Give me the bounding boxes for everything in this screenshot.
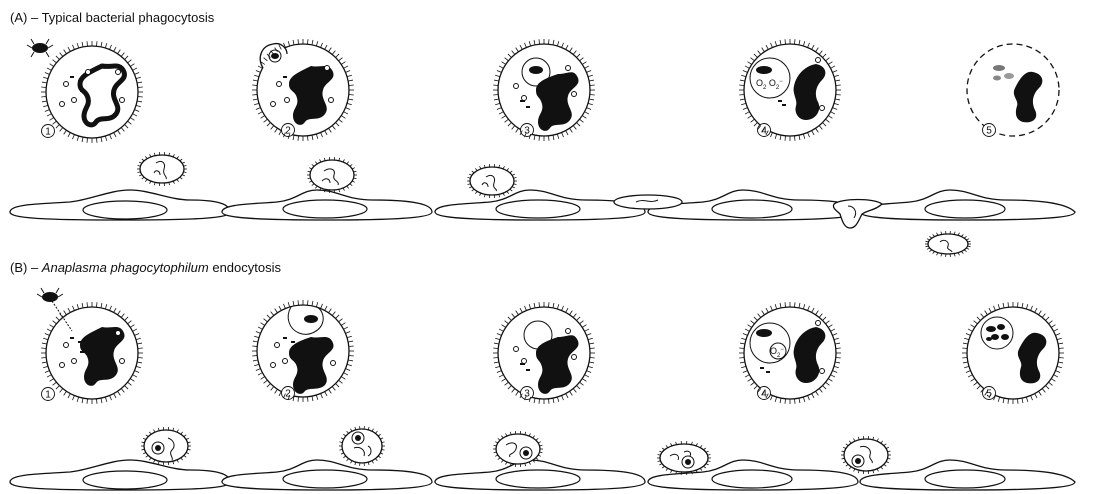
endothelium-b bbox=[10, 460, 1075, 490]
cell-b4: O2− bbox=[744, 307, 836, 399]
cell-a1 bbox=[46, 46, 138, 138]
cell-b5-body bbox=[967, 307, 1059, 399]
neutrophil-a2 bbox=[310, 160, 354, 190]
infected-neutrophil-b5 bbox=[844, 439, 888, 471]
infected-neutrophil-b3 bbox=[496, 434, 540, 464]
cell-a2 bbox=[257, 44, 349, 136]
cell-a5-body bbox=[967, 44, 1059, 136]
svg-text:1: 1 bbox=[45, 127, 51, 138]
cell-a4: O2 O2− bbox=[744, 44, 836, 136]
cell-b1 bbox=[46, 307, 138, 399]
svg-text:1: 1 bbox=[45, 390, 51, 401]
panel-a: (A) – Typical bacterial phagocytosis 1 bbox=[10, 10, 1075, 254]
endothelium-a bbox=[10, 190, 1075, 220]
cell-b4-body bbox=[744, 307, 836, 399]
svg-text:2: 2 bbox=[285, 126, 291, 137]
step-a4: 4 bbox=[758, 124, 771, 137]
step-a2: 2 bbox=[282, 124, 295, 137]
svg-text:5: 5 bbox=[986, 126, 992, 137]
step-b1: 1 bbox=[42, 388, 55, 401]
infected-neutrophil-b2 bbox=[342, 429, 382, 463]
neutrophil-a3 bbox=[470, 167, 514, 195]
panel-b-title: (B) – Anaplasma phagocytophilum endocyto… bbox=[10, 260, 281, 275]
step-a3: 3 bbox=[521, 124, 534, 137]
svg-text:2: 2 bbox=[285, 389, 291, 400]
cell-b3 bbox=[498, 307, 590, 399]
cell-a5 bbox=[967, 44, 1059, 136]
panel-a-title: (A) – Typical bacterial phagocytosis bbox=[10, 10, 215, 25]
cell-b2 bbox=[257, 305, 349, 397]
cell-a4-body bbox=[744, 44, 836, 136]
step-b3: 3 bbox=[521, 387, 534, 400]
cell-a3 bbox=[498, 44, 590, 136]
cell-b5 bbox=[967, 307, 1059, 399]
neutrophil-a4 bbox=[614, 195, 682, 209]
neutrophil-a6 bbox=[928, 234, 968, 254]
bacterium-a1 bbox=[27, 39, 53, 57]
infected-neutrophil-b4 bbox=[660, 444, 708, 472]
step-a5: 5 bbox=[983, 124, 996, 137]
infected-neutrophil-b1 bbox=[144, 430, 188, 462]
step-a1: 1 bbox=[42, 125, 55, 138]
panel-b: (B) – Anaplasma phagocytophilum endocyto… bbox=[10, 260, 1075, 490]
step-b4: 4 bbox=[758, 387, 771, 400]
neutrophil-a1 bbox=[140, 155, 184, 183]
